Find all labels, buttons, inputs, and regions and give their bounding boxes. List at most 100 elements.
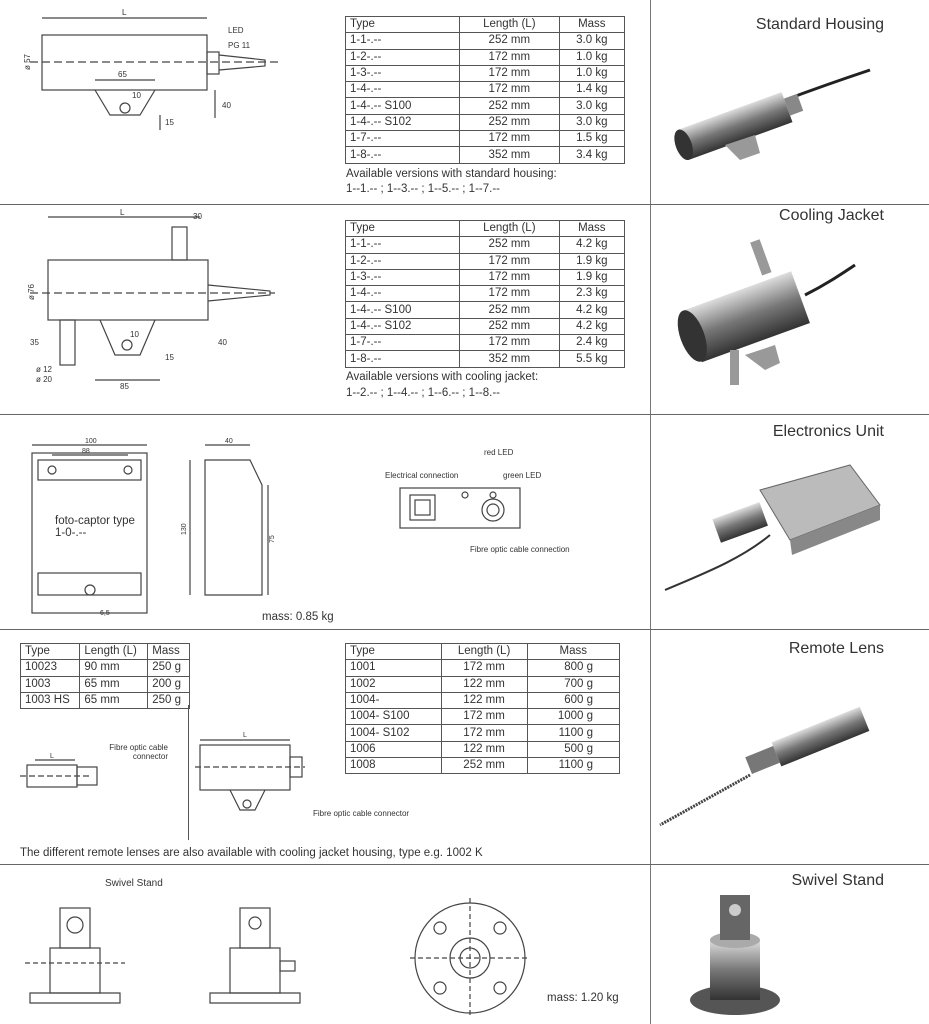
cell: 3.0 kg	[558, 97, 626, 115]
cell: 122 mm	[440, 740, 528, 759]
svg-text:30: 30	[193, 212, 202, 221]
cell: 352 mm	[459, 146, 560, 164]
cell: 1.0 kg	[558, 64, 626, 83]
cell: 172 mm	[459, 268, 560, 287]
cell: 172 mm	[459, 81, 560, 99]
swivel-stand-drawings	[25, 898, 530, 1018]
cell: 1.5 kg	[558, 130, 626, 148]
svg-text:L: L	[243, 732, 247, 739]
cell: 1-4-.-- S100	[344, 97, 461, 115]
svg-text:35: 35	[30, 338, 39, 347]
cell: 172 mm	[440, 708, 528, 726]
svg-text:100: 100	[85, 438, 97, 445]
remote-lens-drawings: LL	[20, 732, 305, 811]
cell: 252 mm	[459, 97, 560, 115]
cell: 1-1-.--	[344, 32, 461, 50]
mass-label: mass: 1.20 kg	[547, 992, 619, 1004]
col-header: Length (L)	[459, 219, 560, 238]
cell: 1004- S102	[345, 724, 442, 742]
col-header: Type	[19, 642, 81, 661]
cell: 252 mm	[459, 301, 560, 319]
svg-text:40: 40	[225, 438, 233, 445]
cell: 172 mm	[440, 659, 528, 677]
cell: 252 mm	[459, 236, 560, 254]
versions-list: 1--2.-- ; 1--4.-- ; 1--6.-- ; 1--8.--	[346, 387, 500, 399]
versions-note: Available versions with cooling jacket:	[346, 371, 539, 383]
cell: 600 g	[526, 691, 620, 710]
cell: 4.2 kg	[558, 236, 626, 254]
swivel-stand-photo	[690, 895, 780, 1015]
cell: 172 mm	[459, 334, 560, 352]
cell: 172 mm	[440, 724, 528, 742]
cell: 252 mm	[459, 317, 560, 336]
svg-text:130: 130	[181, 523, 188, 535]
cell: 1001	[345, 659, 442, 677]
svg-text:L: L	[122, 8, 127, 17]
section-title: Remote Lens	[788, 640, 884, 657]
col-header: Type	[344, 219, 461, 238]
cell: 1-2-.--	[344, 252, 461, 270]
col-header: Type	[344, 15, 461, 34]
svg-text:LED: LED	[228, 26, 244, 35]
cell: 800 g	[526, 659, 620, 677]
versions-list: 1--1.-- ; 1--3.-- ; 1--5.-- ; 1--7.--	[346, 183, 500, 195]
cell: 1.9 kg	[558, 252, 626, 270]
caption: foto-captor type 1-0-.--	[55, 515, 135, 539]
cell: 1-7-.--	[344, 334, 461, 352]
col-header: Type	[345, 642, 442, 661]
svg-text:L: L	[50, 753, 54, 760]
cell: 700 g	[526, 675, 620, 693]
section-swivel-stand: Swivel Stand mass: 1.20 kg Swivel Stand	[0, 865, 929, 1024]
col-header: Mass	[558, 219, 626, 238]
fibre-connection-label: Fibre optic cable connection	[470, 545, 570, 554]
col-header: Length (L)	[79, 642, 149, 661]
remote-lens-photo	[659, 706, 870, 827]
section-title: Cooling Jacket	[779, 207, 884, 224]
cell: 500 g	[526, 740, 620, 759]
svg-text:75: 75	[269, 535, 276, 543]
svg-text:10: 10	[132, 91, 141, 100]
cell: 1100 g	[526, 757, 620, 775]
column-divider	[650, 0, 651, 1024]
cell: 1.0 kg	[558, 48, 626, 66]
svg-text:ø 20: ø 20	[36, 375, 53, 384]
standard-housing-photo	[674, 68, 871, 161]
cell: 65 mm	[79, 691, 149, 710]
cell: 1.4 kg	[558, 81, 626, 99]
svg-text:40: 40	[218, 338, 227, 347]
col-header: Length (L)	[459, 15, 560, 34]
cell: 65 mm	[79, 675, 149, 693]
connector-label: Fibre optic cable connector	[109, 743, 168, 761]
cell: 172 mm	[459, 130, 560, 148]
cell: 5.5 kg	[558, 350, 626, 368]
cell: 1-7-.--	[344, 130, 461, 148]
green-led-label: green LED	[503, 471, 542, 480]
divider	[188, 705, 189, 840]
section-title: Swivel Stand	[791, 872, 885, 889]
cell: 1-8-.--	[344, 146, 461, 164]
cell: 1003	[19, 675, 81, 693]
electronics-unit-photo	[664, 464, 881, 591]
svg-text:88: 88	[82, 448, 90, 455]
cell: 1006	[345, 740, 442, 759]
